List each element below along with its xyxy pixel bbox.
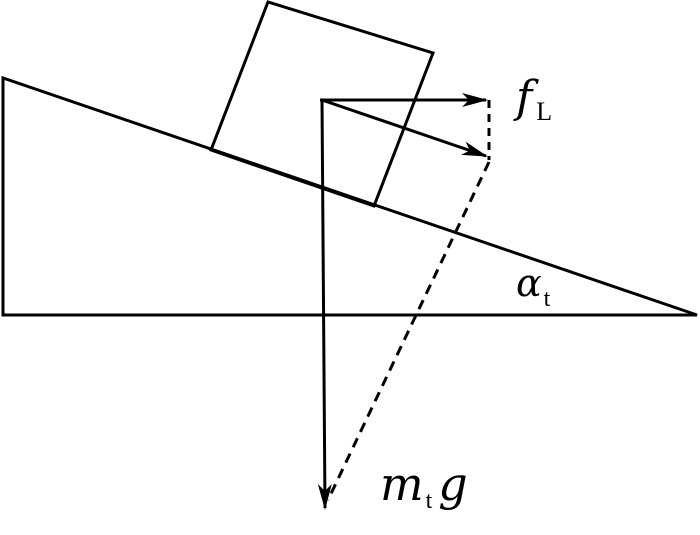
incline-angle-label: αt	[516, 261, 551, 312]
gravity-arrow	[317, 99, 332, 510]
incline-angle-symbol: α	[516, 261, 542, 305]
dashed-resultant-line	[326, 161, 491, 501]
friction-force-subscript: L	[536, 97, 552, 126]
gravity-g-symbol: g	[438, 457, 467, 511]
gravity-mass-symbol: m	[380, 457, 424, 511]
gravity-subscript: t	[426, 488, 433, 514]
block	[209, 0, 435, 208]
friction-force-symbol: f	[513, 72, 539, 123]
incline-angle-subscript: t	[544, 286, 551, 312]
incline-component-arrow	[321, 98, 488, 158]
